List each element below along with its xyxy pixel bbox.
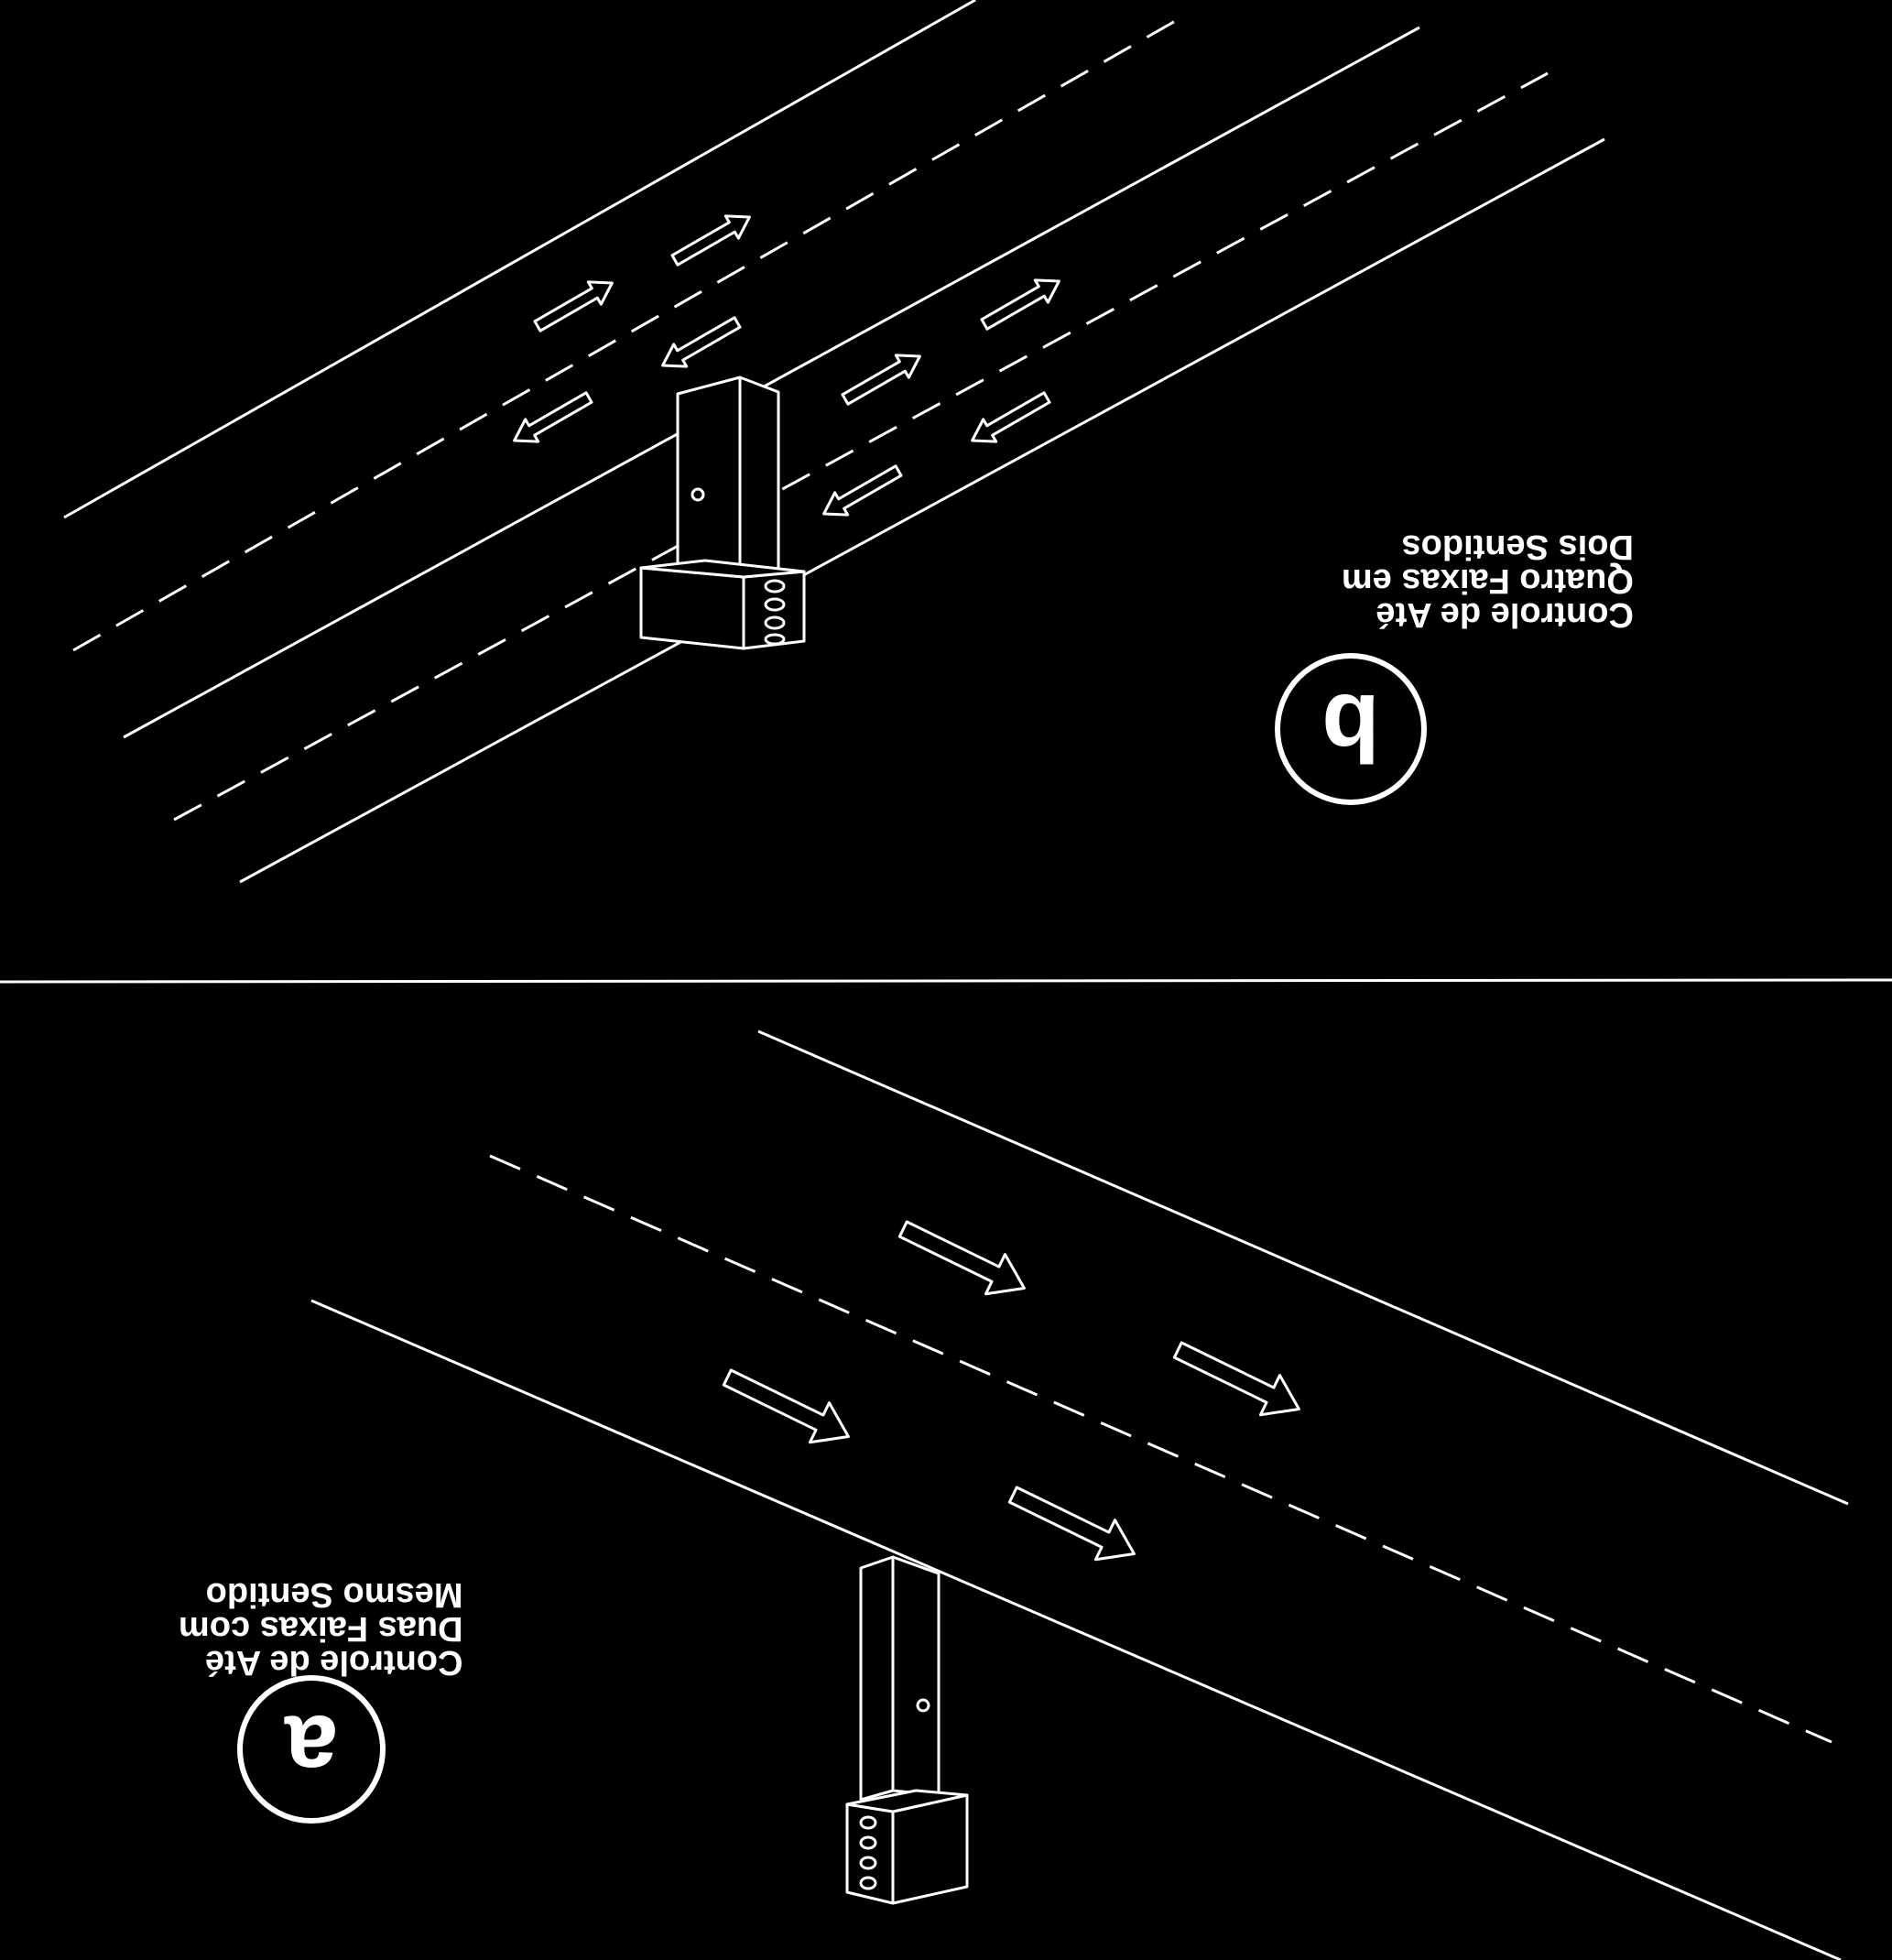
panel-b-signal-post <box>639 376 806 650</box>
panel-a-badge-letter: a <box>285 1695 338 1802</box>
road-edge-line <box>63 0 976 519</box>
panel-divider <box>0 978 1892 984</box>
caption-line: Mesmo Sentido <box>205 1575 463 1614</box>
road-edge-line <box>310 1299 1842 1960</box>
caption-line: Quatro Faixas em <box>1342 561 1634 600</box>
signal-post-side <box>859 1555 895 1802</box>
lane-arrow-icon <box>513 391 593 443</box>
lane-arrow-icon <box>661 316 742 368</box>
panel-b-badge-icon <box>1275 653 1427 805</box>
caption-line: Controle de Até <box>1376 595 1634 634</box>
signal-lamp <box>764 615 786 630</box>
lane-arrow-icon <box>722 1368 850 1444</box>
signal-post-face <box>891 1555 941 1797</box>
panel-b-roadway <box>63 0 1605 884</box>
signal-lamp <box>859 1835 877 1850</box>
post-bolt <box>916 1698 930 1713</box>
signal-lamp <box>859 1876 877 1890</box>
post-bolt <box>690 487 705 502</box>
signal-head-side <box>639 566 745 650</box>
signal-head-face <box>891 1793 969 1905</box>
lane-arrow-icon <box>980 278 1060 331</box>
signal-lamp <box>764 579 786 593</box>
lane-arrow-icon <box>1007 1486 1136 1562</box>
lane-arrow-icon <box>1172 1341 1300 1417</box>
signal-post-side <box>738 376 780 581</box>
panel-b-lane-arrows <box>513 214 1060 517</box>
caption-line: Controle de Até <box>204 1643 463 1682</box>
signal-post-face <box>676 376 742 579</box>
panel-a-badge-icon <box>237 1675 386 1824</box>
signal-lamp <box>764 633 786 646</box>
panel-b-caption: Controle de Até Quatro Faixas em Dois Se… <box>1342 528 1634 634</box>
caption-line: Duas Faixas com <box>179 1609 463 1648</box>
panel-b-badge-letter: b <box>1321 674 1380 780</box>
lane-arrow-icon <box>822 464 903 517</box>
lane-dashed-line <box>72 18 1178 652</box>
lane-arrow-icon <box>533 280 614 332</box>
road-edge-line <box>757 1029 1849 1506</box>
panel-a-roadway <box>310 1029 1849 1960</box>
signal-head-top <box>845 1789 969 1813</box>
lane-arrow-icon <box>897 1220 1026 1296</box>
caption-line: Dois Sentidos <box>1401 528 1634 566</box>
panel-a-lane-arrows <box>722 1220 1300 1562</box>
lane-arrow-icon <box>670 214 751 267</box>
panel-a-signal-post <box>845 1555 969 1905</box>
lane-arrow-icon <box>971 391 1051 443</box>
signal-lamp <box>859 1815 877 1830</box>
lane-dashed-line <box>489 1154 1832 1744</box>
signal-lamp <box>764 597 786 612</box>
signal-lamp <box>859 1856 877 1870</box>
lane-dashed-line <box>173 71 1549 822</box>
signal-head-top <box>639 559 806 579</box>
lane-arrow-icon <box>841 354 921 406</box>
road-edge-line <box>239 137 1605 884</box>
road-median-line <box>123 26 1420 739</box>
panel-a-caption: Controle de Até Duas Faixas com Mesmo Se… <box>179 1575 463 1682</box>
